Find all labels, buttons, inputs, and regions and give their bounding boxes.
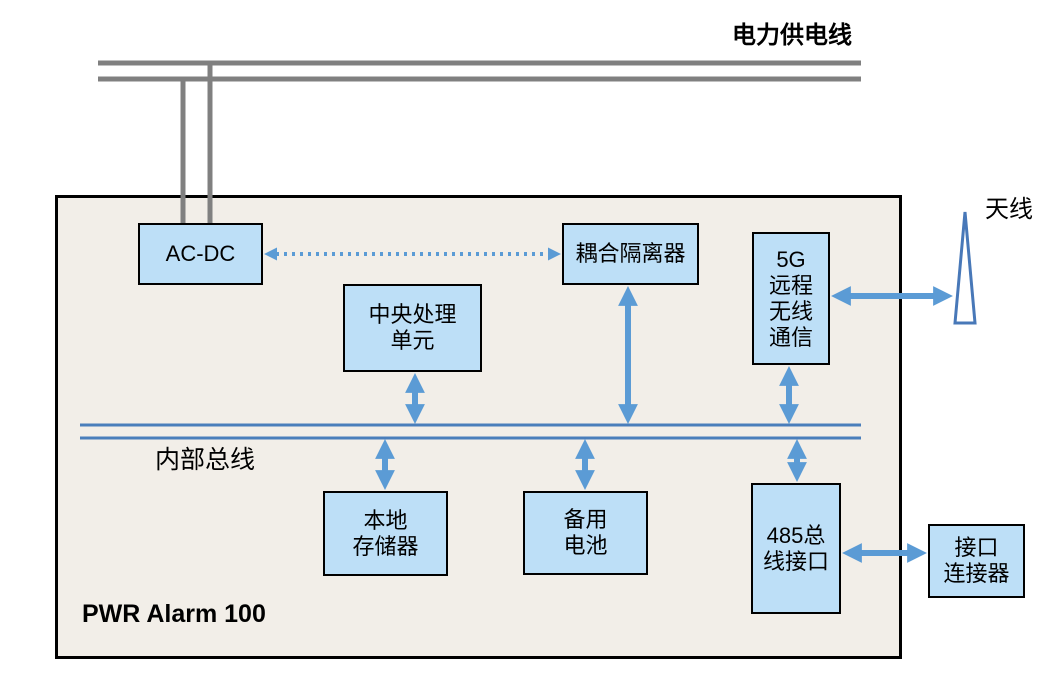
device-title: PWR Alarm 100 <box>82 600 266 628</box>
block-coupling-isolator: 耦合隔离器 <box>562 223 699 285</box>
power-supply-lines <box>98 60 861 224</box>
antenna-icon <box>953 211 977 325</box>
internal-bus-label: 内部总线 <box>155 446 256 474</box>
block-5g-wireless: 5G 远程 无线 通信 <box>752 232 830 365</box>
block-interface-connector: 接口 连接器 <box>928 524 1025 598</box>
internal-bus-lines <box>80 423 861 440</box>
power-supply-line-label: 电力供电线 <box>732 22 852 49</box>
solid-arrows <box>375 286 953 563</box>
block-acdc: AC-DC <box>138 223 263 285</box>
block-485-bus-interface: 485总 线接口 <box>751 483 841 614</box>
block-local-memory: 本地 存储器 <box>323 491 448 576</box>
antenna-label: 天线 <box>985 196 1033 223</box>
block-cpu: 中央处理 单元 <box>343 284 482 372</box>
block-backup-battery: 备用 电池 <box>523 491 648 575</box>
